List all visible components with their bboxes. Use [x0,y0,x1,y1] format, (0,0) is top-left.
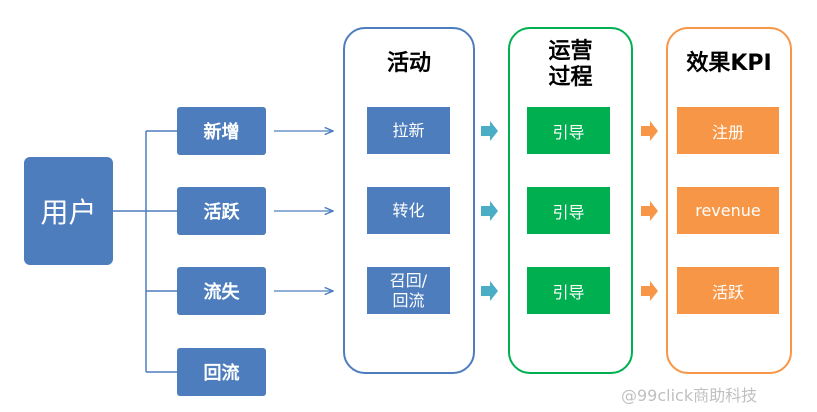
operation-panel: 运营 过程 [508,27,633,374]
segment-churned: 流失 [177,267,266,315]
activity-item-label: 转化 [392,200,425,220]
segment-new: 新增 [177,107,266,155]
operation-item: 引导 [527,107,610,154]
user-label: 用户 [40,196,97,229]
segment-label: 活跃 [203,202,240,223]
kpi-item: 注册 [677,107,779,154]
block-arrow-orange [641,281,658,301]
block-arrow-orange [641,201,658,221]
kpi-item-label: revenue [695,201,761,220]
operation-item-label: 引导 [552,282,585,302]
kpi-item-label: 活跃 [711,282,744,302]
user-node: 用户 [24,157,113,265]
activity-title: 活动 [386,51,431,76]
segment-returning: 回流 [177,348,266,396]
block-arrow-teal [481,121,498,141]
segment-label: 流失 [203,282,240,303]
watermark: @99click商助科技 [621,386,758,405]
activity-item-label: 召回/ 回流 [389,270,428,310]
kpi-item: revenue [677,187,779,234]
activity-item: 转化 [367,187,450,234]
segment-label: 回流 [203,363,240,384]
operation-item-label: 引导 [552,122,585,142]
activity-item: 召回/ 回流 [367,267,450,314]
kpi-item-label: 注册 [711,122,744,142]
block-arrow-orange [641,121,658,141]
kpi-item: 活跃 [677,267,779,314]
activity-item-label: 拉新 [392,120,425,140]
operation-item-label: 引导 [552,202,585,222]
block-arrow-teal [481,281,498,301]
activity-panel: 活动 [343,27,475,374]
kpi-title: 效果KPI [686,51,772,76]
operation-title: 运营 过程 [548,39,593,90]
activity-item: 拉新 [367,107,450,154]
segment-active: 活跃 [177,187,266,235]
block-arrow-teal [481,201,498,221]
segment-label: 新增 [203,122,240,143]
kpi-panel: 效果KPI [666,27,792,374]
operation-item: 引导 [527,267,610,314]
operation-item: 引导 [527,187,610,234]
